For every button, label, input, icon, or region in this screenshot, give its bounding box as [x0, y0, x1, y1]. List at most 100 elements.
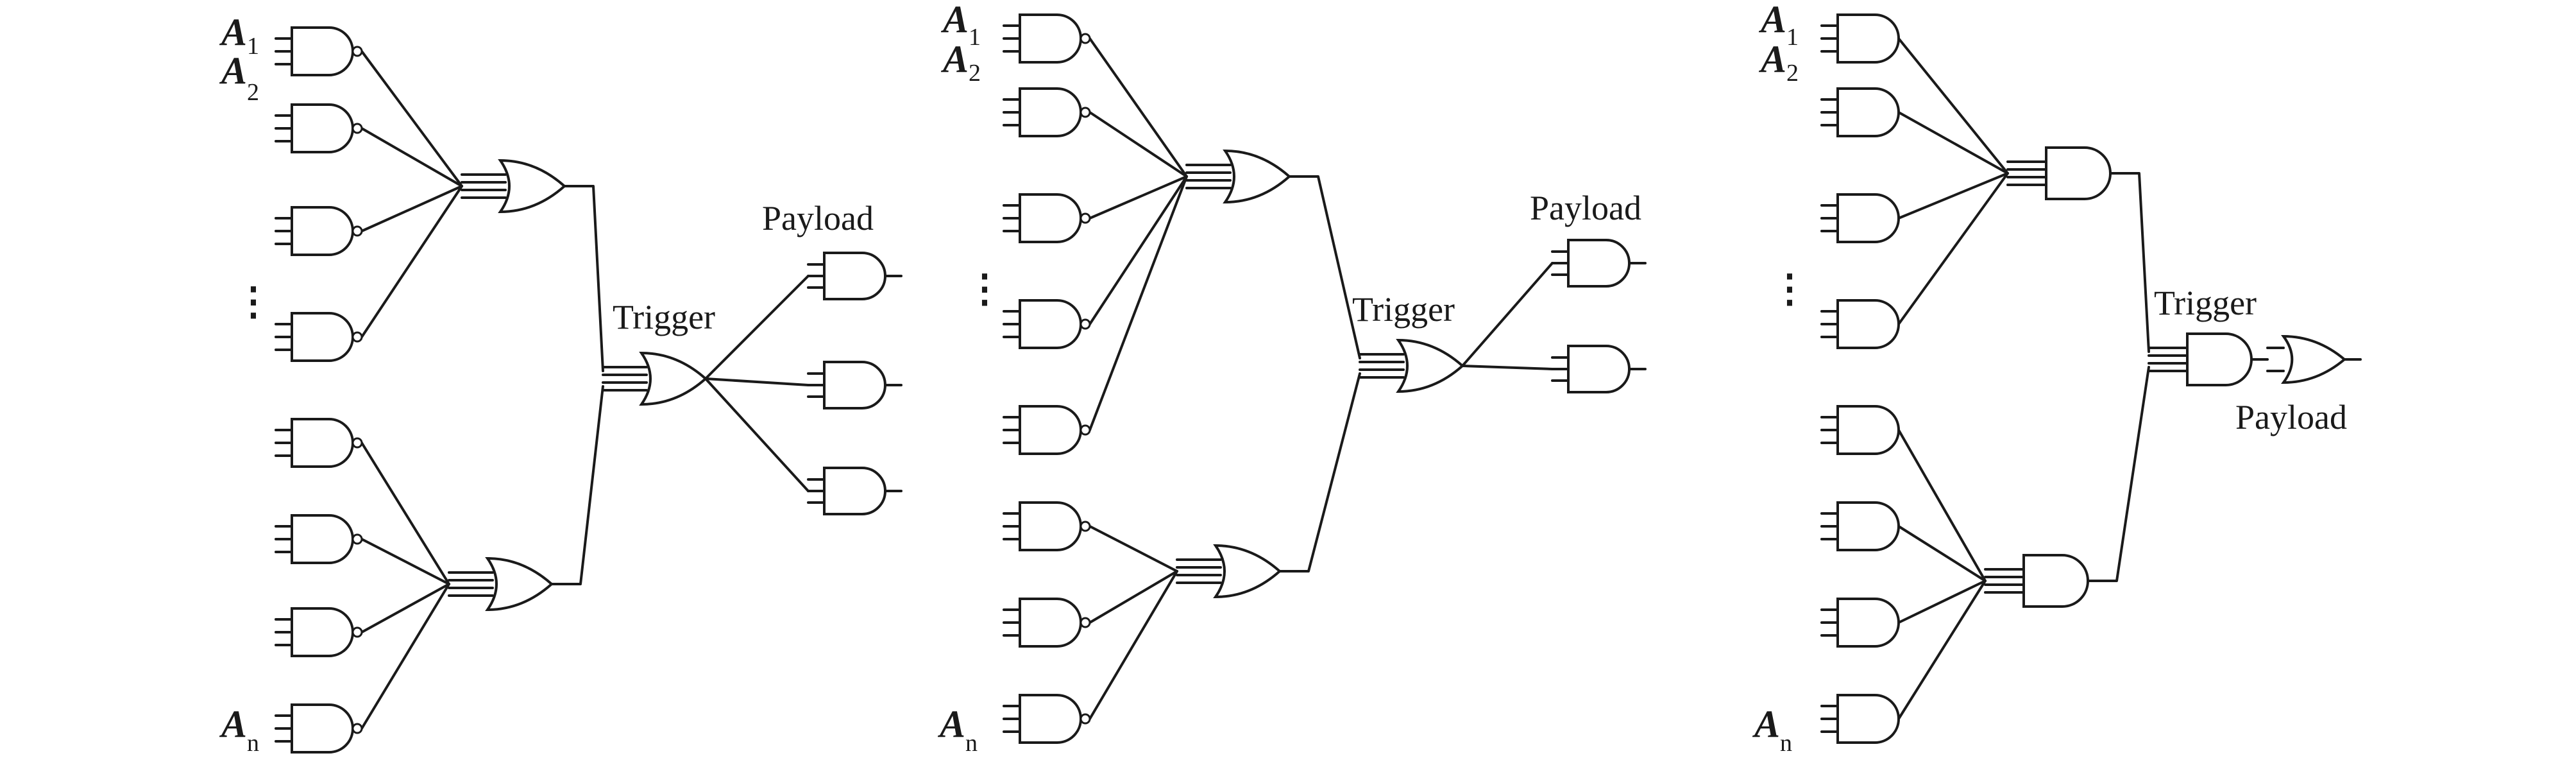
- fan-in-wire: [1089, 175, 1188, 325]
- fan-in-wire: [1897, 37, 2009, 175]
- input-a2-label: A: [219, 49, 247, 92]
- trigger-to-payload-wire: [1461, 365, 1554, 370]
- merge-gate-bottom: [2022, 554, 2089, 608]
- trigger-label: Trigger: [2154, 284, 2257, 322]
- and-gate: [1836, 299, 1900, 349]
- trigger-label: Trigger: [1352, 290, 1455, 329]
- nand-gate: [1019, 405, 1082, 455]
- ellipsis: ⋮: [965, 268, 1004, 310]
- fan-in-wire: [360, 583, 450, 633]
- trigger-to-payload-wire: [1461, 262, 1554, 367]
- fan-in-wire: [360, 538, 450, 585]
- input-a2-subscript: 2: [1786, 60, 1799, 87]
- trigger-label: Trigger: [613, 298, 715, 336]
- trigger-gate: [1396, 338, 1465, 393]
- input-a1-label: A: [940, 0, 969, 40]
- inversion-bubble: [352, 723, 363, 734]
- input-a2-label: A: [1758, 38, 1786, 80]
- and-gate: [1836, 501, 1900, 551]
- nand-gate: [291, 703, 354, 754]
- nand-gate: [291, 607, 354, 657]
- fan-in-wire: [1897, 172, 2009, 220]
- fan-in-wire: [1089, 175, 1188, 220]
- inversion-bubble: [1080, 107, 1091, 118]
- nand-gate: [1019, 193, 1082, 243]
- inversion-bubble: [352, 123, 363, 134]
- inversion-bubble: [1080, 318, 1091, 330]
- fan-in-wire: [360, 583, 450, 730]
- inversion-bubble: [352, 626, 363, 638]
- payload-gate: [2281, 334, 2347, 384]
- and-gate: [1836, 193, 1900, 243]
- merge-gate-bottom: [1213, 544, 1282, 599]
- nand-gate: [291, 418, 354, 468]
- fan-in-wire: [360, 185, 463, 232]
- inversion-bubble: [1080, 521, 1091, 532]
- input-an-subscript: n: [965, 730, 978, 757]
- fan-in-wire: [1089, 37, 1188, 178]
- inversion-bubble: [352, 225, 363, 237]
- nand-gate: [1019, 501, 1082, 551]
- fan-in-wire: [360, 185, 463, 338]
- input-an-label: A: [219, 703, 247, 745]
- fan-in-wire: [1897, 111, 2009, 175]
- merge-to-trigger-wire: [2087, 366, 2150, 582]
- input-a1-subscript: 1: [969, 24, 981, 51]
- input-an-subscript: n: [247, 730, 259, 757]
- merge-gate-bottom: [485, 556, 554, 612]
- fan-in-wire: [1897, 580, 1987, 720]
- input-an-label: A: [937, 703, 965, 745]
- payload-gate: [1567, 239, 1631, 288]
- and-gate: [1836, 13, 1900, 64]
- input-a1-label: A: [219, 11, 247, 53]
- input-a1-label: A: [1758, 0, 1786, 40]
- nand-gate: [291, 206, 354, 256]
- nand-gate: [1019, 598, 1082, 648]
- and-gate: [1836, 598, 1900, 648]
- inversion-bubble: [1080, 33, 1091, 44]
- panel-3-labels: A 1 A 2 A n ⋮ Trigger Payload: [1752, 0, 2347, 757]
- payload-gate: [823, 252, 886, 300]
- merge-to-trigger-wire: [563, 185, 604, 372]
- nand-gate: [291, 26, 354, 76]
- merge-to-trigger-wire: [1278, 372, 1361, 573]
- inversion-bubble: [1080, 713, 1091, 725]
- fan-in-wire: [1089, 525, 1178, 573]
- payload-label: Payload: [2235, 398, 2347, 436]
- fan-in-wire: [360, 127, 463, 187]
- wires: [275, 24, 2362, 743]
- payload-gate: [823, 467, 886, 515]
- inversion-bubble: [352, 437, 363, 449]
- trigger-gate: [639, 351, 708, 406]
- ellipsis: ⋮: [1770, 268, 1809, 310]
- input-an-subscript: n: [1780, 730, 1792, 757]
- trigger-to-payload-wire: [704, 377, 809, 492]
- panel-2-labels: A 1 A 2 A n ⋮ Trigger Payload: [937, 0, 1641, 757]
- merge-gate-top: [1223, 149, 1292, 204]
- nand-gate: [291, 312, 354, 362]
- input-a1-subscript: 1: [247, 33, 259, 60]
- fan-in-wire: [1089, 570, 1178, 624]
- nand-gate: [291, 514, 354, 564]
- nand-gate: [291, 103, 354, 153]
- nand-gate: [1019, 13, 1082, 64]
- inversion-bubble: [352, 533, 363, 545]
- and-gate: [1836, 405, 1900, 455]
- payload-gate: [1567, 345, 1631, 393]
- payload-label: Payload: [762, 199, 874, 237]
- panel-1-labels: A 1 A 2 A n ⋮ Trigger Payload: [219, 11, 874, 757]
- fan-in-wire: [1897, 429, 1987, 582]
- input-a2-subscript: 2: [247, 79, 259, 106]
- inversion-bubble: [352, 46, 363, 57]
- merge-to-trigger-wire: [2109, 172, 2150, 353]
- fan-in-wire: [1897, 172, 2009, 325]
- trigger-to-payload-wire: [704, 275, 809, 380]
- payload-label: Payload: [1530, 189, 1641, 227]
- input-a2-label: A: [940, 38, 969, 80]
- input-a1-subscript: 1: [1786, 24, 1799, 51]
- nand-gate: [1019, 87, 1082, 137]
- and-gate: [1836, 694, 1900, 744]
- merge-to-trigger-wire: [550, 385, 604, 585]
- fan-in-wire: [360, 442, 450, 585]
